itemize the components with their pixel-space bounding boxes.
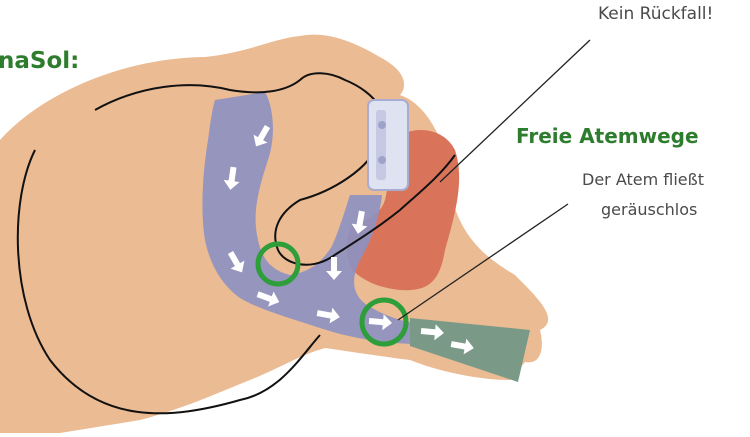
- callout-line-top: [440, 40, 590, 182]
- brand-label: naSol:: [0, 48, 79, 74]
- callout-no-relapse: Kein Rückfall!: [598, 4, 713, 24]
- callout-airway-title: Freie Atemwege: [516, 124, 699, 148]
- oral-device-icon: [368, 100, 408, 190]
- head-silhouette: [0, 35, 548, 433]
- callout-airway-line1: Der Atem fließt: [582, 170, 704, 189]
- callout-airway-line2: geräuschlos: [601, 200, 697, 219]
